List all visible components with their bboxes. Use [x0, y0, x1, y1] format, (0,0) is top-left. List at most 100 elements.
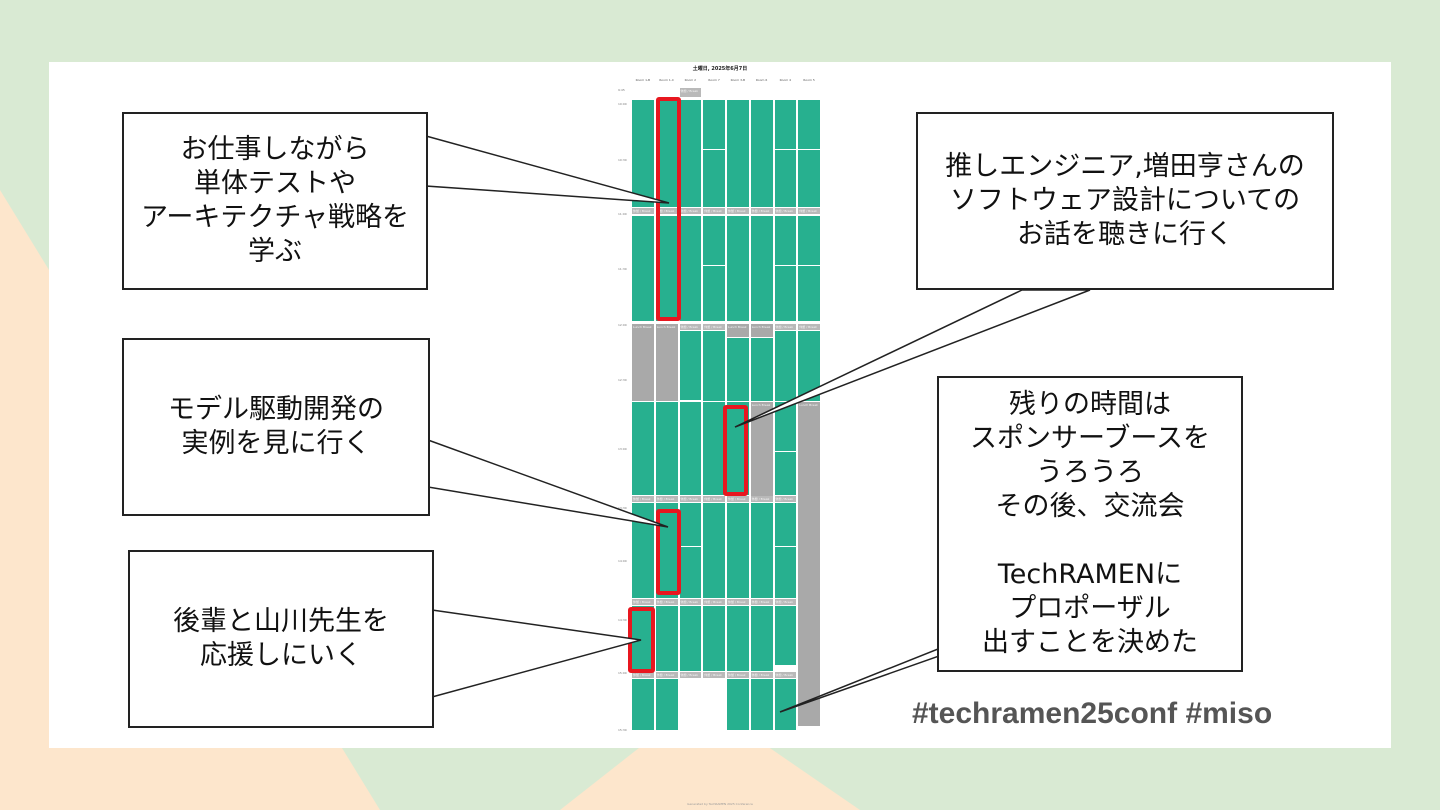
- lunch-slot: Lunch Break: [798, 402, 820, 726]
- session-card[interactable]: [679, 100, 702, 207]
- break-slot: 休憩 / Break: [632, 672, 654, 678]
- time-label: 9:45: [618, 88, 625, 92]
- break-slot: 休憩 / Break: [774, 599, 797, 605]
- session-card[interactable]: [632, 216, 654, 321]
- session-card[interactable]: [679, 606, 702, 671]
- session-card[interactable]: [750, 679, 773, 730]
- break-slot: 休憩 / Break: [655, 208, 678, 214]
- session-card[interactable]: [655, 679, 678, 730]
- time-label: 12:30: [618, 378, 627, 382]
- hashtag-text: #techramen25conf #miso: [912, 697, 1273, 730]
- break-slot: 休憩 / Break: [632, 599, 654, 605]
- break-slot: 休憩 / Break: [727, 496, 749, 502]
- break-slot: 休憩 / Break: [750, 496, 773, 502]
- session-card[interactable]: [774, 100, 797, 149]
- break-slot: 休憩 / Break: [703, 324, 725, 330]
- callout-text: お仕事しながら 単体テストや アーキテクチャ戦略を 学ぶ: [140, 134, 410, 267]
- session-card[interactable]: [703, 331, 725, 401]
- session-card[interactable]: [632, 503, 654, 598]
- session-card[interactable]: [632, 402, 654, 495]
- session-card[interactable]: [703, 266, 725, 321]
- session-card[interactable]: [750, 100, 773, 207]
- session-card[interactable]: [679, 331, 702, 400]
- break-slot: 休憩 / Break: [679, 324, 702, 330]
- session-card[interactable]: [774, 679, 797, 730]
- session-card[interactable]: [798, 266, 820, 321]
- room-header: Room 7: [708, 78, 720, 82]
- break-slot: 休憩 / Break: [750, 599, 773, 605]
- session-card[interactable]: [774, 150, 797, 207]
- session-card[interactable]: [798, 150, 820, 207]
- session-card[interactable]: [727, 100, 749, 207]
- callout-text: 後輩と山川先生を 応援しにいく: [173, 606, 389, 671]
- session-card[interactable]: [774, 402, 797, 451]
- session-card[interactable]: [774, 547, 797, 598]
- room-header: Room 1-B: [635, 78, 651, 82]
- room-header: Room 5: [803, 78, 815, 82]
- session-card[interactable]: [679, 547, 702, 598]
- session-card[interactable]: [774, 606, 797, 665]
- session-card[interactable]: [703, 402, 725, 495]
- time-label: 14:00: [618, 559, 627, 563]
- time-label: 14:30: [618, 618, 627, 622]
- session-card[interactable]: [798, 331, 820, 401]
- session-card[interactable]: [679, 216, 702, 321]
- room-header: Room 2: [684, 78, 697, 82]
- session-card[interactable]: [727, 216, 749, 321]
- lunch-slot: Lunch Break: [655, 324, 678, 401]
- session-card[interactable]: [774, 266, 797, 321]
- callout-model-driven: モデル駆動開発の 実例を見に行く: [122, 338, 430, 516]
- session-card[interactable]: [750, 503, 773, 598]
- time-label: 11:30: [618, 267, 627, 271]
- session-card[interactable]: [703, 606, 725, 671]
- session-card[interactable]: [632, 100, 654, 207]
- session-card[interactable]: [679, 402, 702, 495]
- lunch-slot: Lunch Break: [632, 324, 654, 401]
- session-card[interactable]: [655, 606, 678, 671]
- session-card[interactable]: [774, 216, 797, 265]
- session-card[interactable]: [750, 338, 773, 401]
- session-card[interactable]: [750, 216, 773, 321]
- session-card[interactable]: [750, 606, 773, 671]
- break-slot: 休憩 / Break: [632, 496, 654, 502]
- session-card[interactable]: [655, 402, 678, 495]
- session-card[interactable]: [727, 338, 749, 401]
- session-card[interactable]: [703, 503, 725, 598]
- time-label: 10:00: [618, 102, 627, 106]
- break-slot: 休憩 / Break: [798, 324, 820, 330]
- session-card[interactable]: [774, 331, 797, 401]
- session-card[interactable]: [655, 216, 678, 321]
- session-card[interactable]: [703, 100, 725, 149]
- session-card[interactable]: [727, 606, 749, 671]
- break-slot: 休憩 / Break: [774, 324, 797, 330]
- session-card[interactable]: [774, 503, 797, 546]
- session-card[interactable]: [703, 216, 725, 265]
- session-card[interactable]: [679, 503, 702, 546]
- break-slot: 休憩 / Break: [750, 672, 773, 678]
- session-card[interactable]: [727, 679, 749, 730]
- session-card[interactable]: [727, 503, 749, 598]
- break-slot: 休憩 / Break: [774, 496, 797, 502]
- callout-text: 推しエンジニア,増田亨さんの ソフトウェア設計についての お話を聴きに行く: [945, 151, 1305, 250]
- callout-text: 残りの時間は スポンサーブースを うろうろ その後、交流会 TechRAMENに…: [969, 389, 1211, 658]
- highlight-box: [628, 607, 655, 673]
- session-card[interactable]: [798, 216, 820, 265]
- callout-sponsor: 残りの時間は スポンサーブースを うろうろ その後、交流会 TechRAMENに…: [937, 376, 1243, 672]
- break-slot: 休憩 / Break: [798, 208, 820, 214]
- break-slot: 休憩 / Break: [679, 672, 702, 678]
- highlight-box: [656, 97, 681, 321]
- callout-unit-test: お仕事しながら 単体テストや アーキテクチャ戦略を 学ぶ: [122, 112, 428, 290]
- session-card[interactable]: [774, 452, 797, 495]
- break-slot: 休憩 / Break: [727, 672, 749, 678]
- session-card[interactable]: [632, 679, 654, 730]
- time-label: 11:00: [618, 212, 627, 216]
- session-card[interactable]: [798, 100, 820, 149]
- break-slot: 休憩 / Break: [727, 208, 749, 214]
- highlight-box: [656, 509, 681, 595]
- session-card[interactable]: [703, 150, 725, 207]
- time-label: 13:00: [618, 447, 627, 451]
